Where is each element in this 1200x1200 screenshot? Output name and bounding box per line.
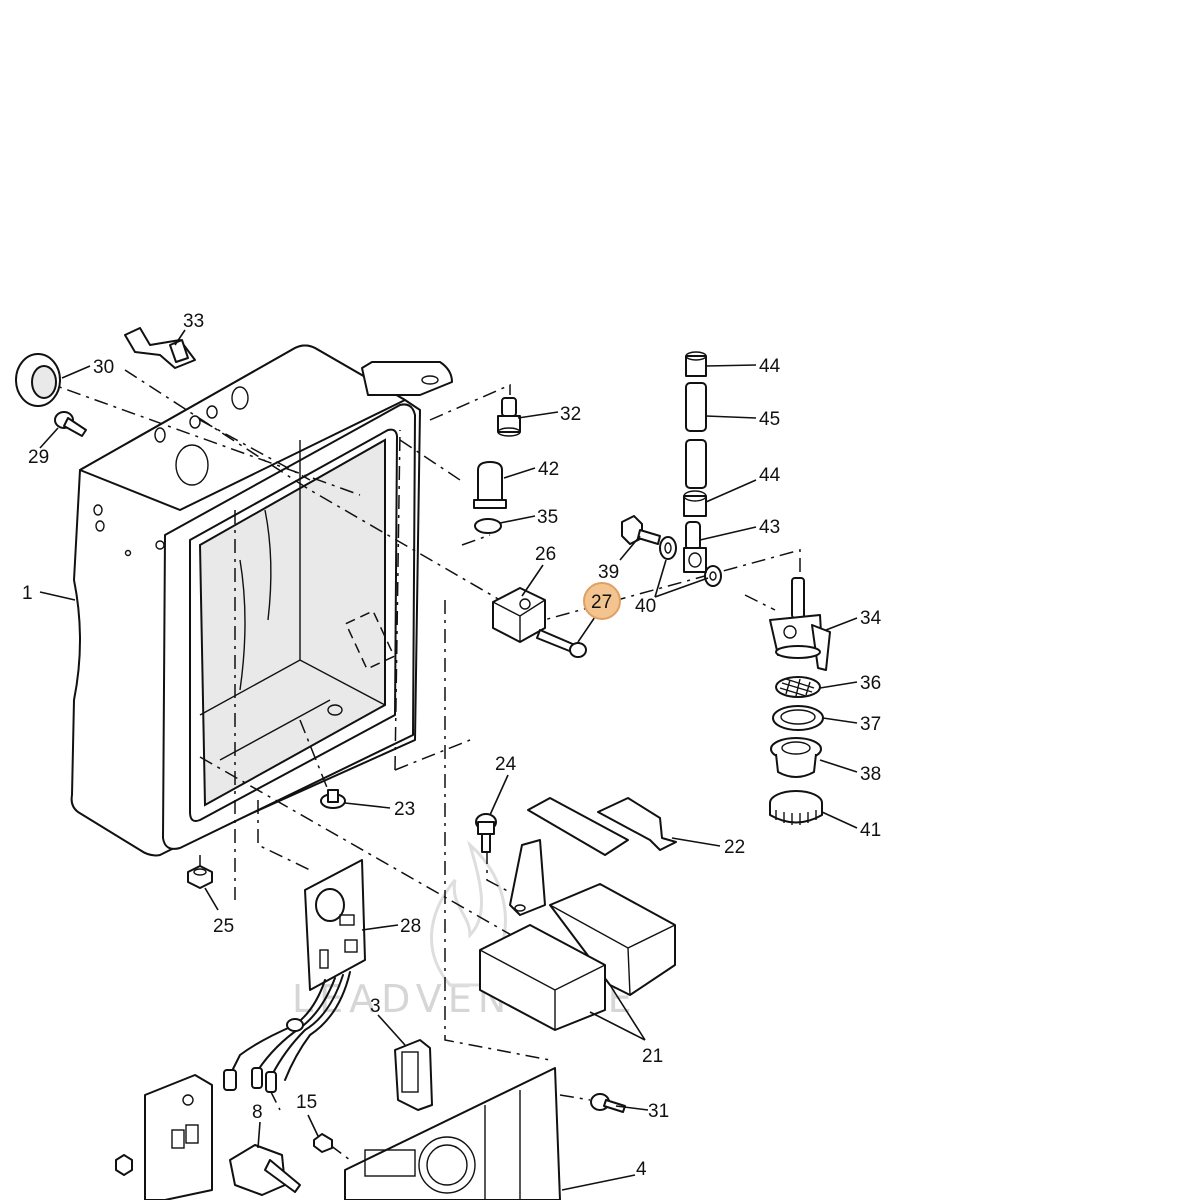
- nut-part-15: [313, 1133, 333, 1153]
- bolt-part-24: [475, 813, 497, 853]
- callout-30[interactable]: 30: [93, 357, 114, 378]
- callout-27[interactable]: 27: [591, 592, 612, 613]
- callout-15[interactable]: 15: [296, 1092, 317, 1113]
- gasket-part-37: [772, 705, 824, 731]
- filter-part-36: [775, 676, 821, 698]
- nut-part-25: [187, 865, 213, 889]
- watermark-flame-icon: [430, 840, 507, 987]
- callout-4[interactable]: 4: [636, 1159, 647, 1180]
- panel-part-4: [344, 1067, 561, 1200]
- assembly-lines: [39, 369, 801, 1161]
- screw-part-23: [320, 789, 346, 809]
- hose-part-45: [685, 382, 707, 489]
- screw-part-29: [54, 411, 87, 437]
- callout-34[interactable]: 34: [860, 608, 882, 629]
- bolt-part-39: [621, 515, 661, 545]
- bracket-part-22: [509, 797, 677, 916]
- clip-part-33: [124, 327, 196, 369]
- nut-small-bottom-left: [115, 1154, 133, 1176]
- oring-part-35: [474, 518, 502, 534]
- elbow-part-43: [683, 521, 707, 573]
- nut-part-41: [769, 790, 823, 825]
- callout-35[interactable]: 35: [537, 507, 558, 528]
- callout-43[interactable]: 43: [759, 517, 780, 538]
- callout-28[interactable]: 28: [400, 916, 421, 937]
- callout-31[interactable]: 31: [648, 1101, 669, 1122]
- outlet-receptacle: [144, 1074, 213, 1200]
- callout-22[interactable]: 22: [724, 837, 745, 858]
- fuel-cock-part-34: [769, 577, 831, 671]
- mounting-bracket: [361, 361, 453, 396]
- leader-lines: [39, 329, 858, 1191]
- screw-part-31: [590, 1093, 626, 1113]
- callout-3[interactable]: 3: [370, 996, 381, 1017]
- block-part-26: [492, 587, 546, 643]
- bolt-part-27: [536, 629, 587, 658]
- callout-23[interactable]: 23: [394, 799, 415, 820]
- callout-27-highlight: [583, 582, 621, 620]
- wiring-harness: [223, 971, 351, 1093]
- bowl-part-38: [770, 737, 822, 778]
- callout-44-top[interactable]: 44: [759, 356, 781, 377]
- callout-42[interactable]: 42: [538, 459, 559, 480]
- callout-39[interactable]: 39: [598, 562, 619, 583]
- callout-25[interactable]: 25: [213, 916, 234, 937]
- fitting-part-32: [497, 397, 521, 437]
- callout-37[interactable]: 37: [860, 714, 881, 735]
- callout-45[interactable]: 45: [759, 409, 780, 430]
- callout-labels: 1 3 4 8 15 21 22 23 24 25 26 27 28 29 30…: [22, 311, 882, 1180]
- callout-41[interactable]: 41: [860, 820, 881, 841]
- board-part-28: [304, 859, 366, 991]
- housing-body: [70, 344, 421, 857]
- callout-29[interactable]: 29: [28, 447, 49, 468]
- grommet-part-30: [15, 353, 61, 407]
- relay-part-3: [394, 1039, 433, 1111]
- blocks-part-21: [479, 883, 676, 1031]
- callout-21[interactable]: 21: [642, 1046, 663, 1067]
- callout-8[interactable]: 8: [252, 1102, 263, 1123]
- callout-36[interactable]: 36: [860, 673, 881, 694]
- callout-33[interactable]: 33: [183, 311, 204, 332]
- callout-44-bottom[interactable]: 44: [759, 465, 781, 486]
- callout-32[interactable]: 32: [560, 404, 581, 425]
- callout-38[interactable]: 38: [860, 764, 881, 785]
- callout-1[interactable]: 1: [22, 583, 33, 604]
- washers-part-40: [659, 536, 722, 587]
- callout-40[interactable]: 40: [635, 596, 656, 617]
- switch-part-8: [229, 1144, 301, 1196]
- callout-24[interactable]: 24: [495, 754, 517, 775]
- callout-26[interactable]: 26: [535, 544, 556, 565]
- clamp-part-44-bottom: [683, 490, 707, 517]
- clamp-part-44-top: [685, 351, 707, 377]
- cap-part-42: [473, 461, 507, 509]
